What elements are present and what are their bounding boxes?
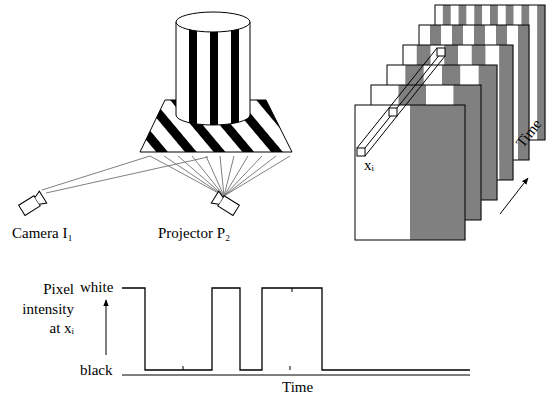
camera-icon <box>18 191 47 216</box>
intensity-waveform <box>122 288 470 370</box>
axis-ticks <box>183 288 292 370</box>
level-label: black <box>80 361 112 379</box>
time-axis <box>122 375 470 376</box>
caption-label: xᵢ <box>364 156 374 174</box>
camera-rays <box>42 156 208 193</box>
level-label: white <box>80 278 113 296</box>
caption-label: Camera I₁ <box>12 224 73 242</box>
caption-label: Time <box>282 378 313 396</box>
projector-rays <box>150 156 290 196</box>
pattern-stack <box>355 5 545 240</box>
projector-icon <box>211 191 240 216</box>
caption-label: Projector P₂ <box>158 224 230 242</box>
cylinder <box>176 10 250 130</box>
axis-label: Pixel intensity at xᵢ <box>8 280 74 339</box>
intensity-arrow <box>106 300 107 355</box>
time-arrow <box>500 178 528 214</box>
